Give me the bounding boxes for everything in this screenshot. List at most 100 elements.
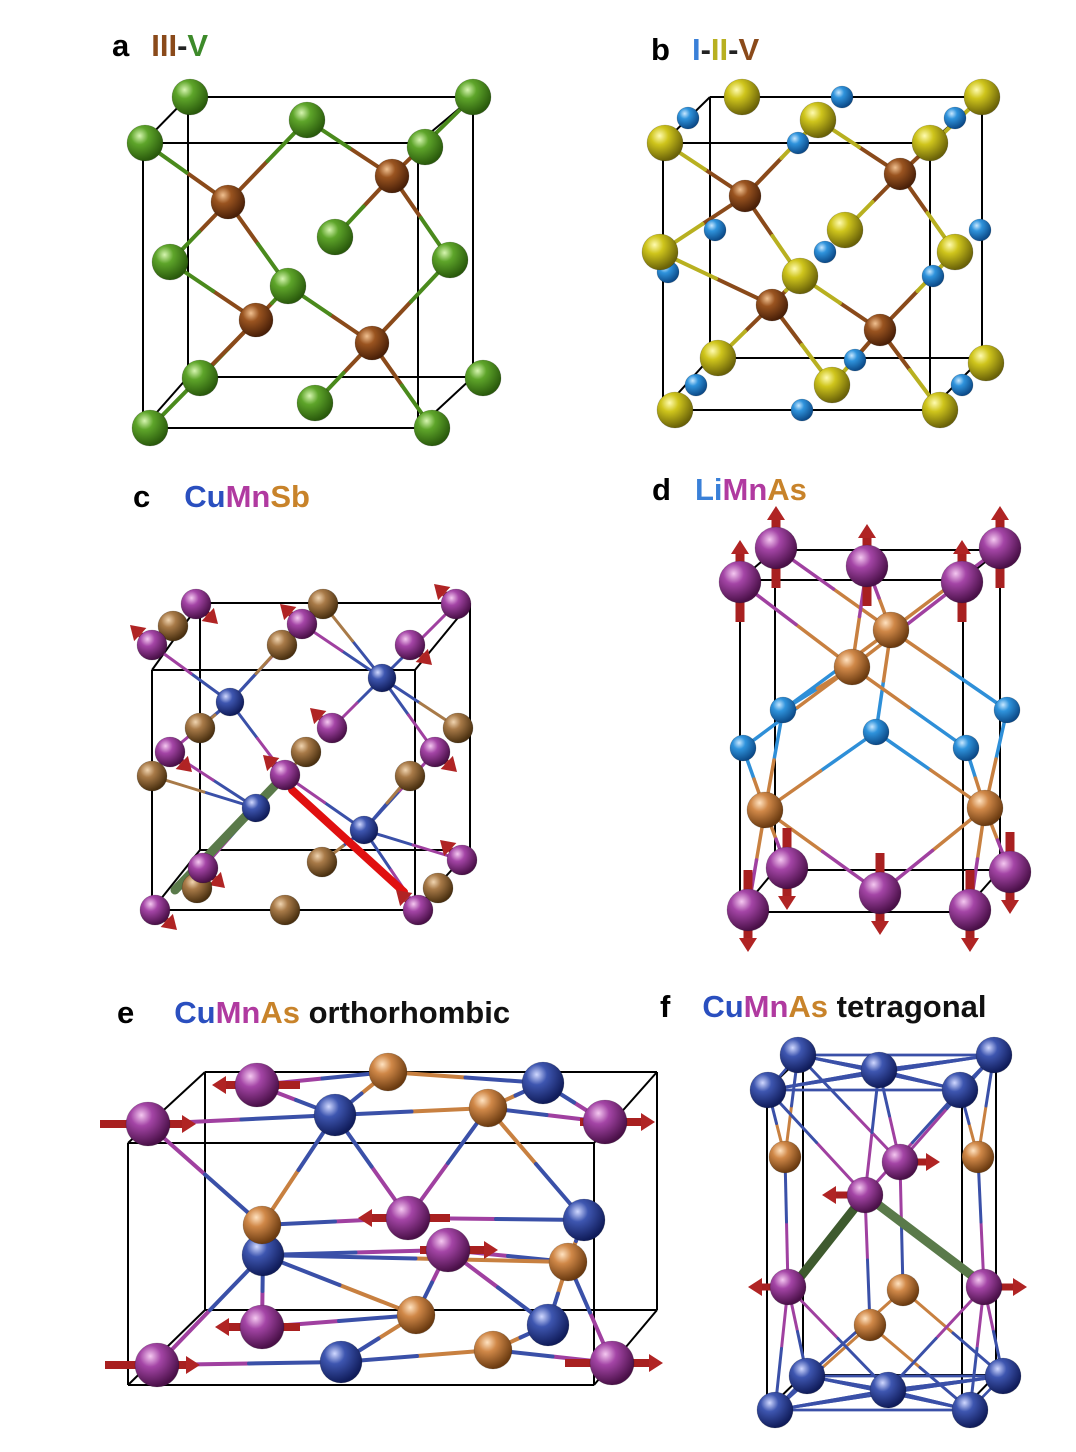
atom-group-iii [354, 325, 390, 361]
atom-mn [180, 588, 212, 620]
atom-mn [846, 1176, 884, 1214]
spin-arrow-down-head [1001, 900, 1019, 914]
panel-d-title-part-0: Li [694, 472, 723, 507]
panel-d-letter: d [652, 472, 671, 507]
atom-group-v [431, 241, 469, 279]
panel-e-title-part-2: As [260, 995, 300, 1030]
atom-group-i [830, 85, 854, 109]
panel-a-letter: a [112, 28, 130, 63]
atom-group-i [786, 131, 810, 155]
atom-as [768, 1140, 802, 1174]
atom-cu [319, 1340, 363, 1384]
atom-group-i [684, 373, 708, 397]
atom-mn [582, 1099, 628, 1145]
exchange-path-red [288, 786, 408, 896]
atom-group-v [131, 409, 169, 447]
spin-arrow-down-head [778, 896, 796, 910]
panel-b-title-part-2: II [710, 32, 729, 67]
panel-d-title-part-2: As [767, 472, 807, 507]
atom-cu [562, 1198, 606, 1242]
atom-mn [754, 526, 798, 570]
atom-mn [440, 588, 472, 620]
atom-group-iii [210, 184, 246, 220]
panel-a-title-part-0: III [151, 28, 178, 63]
atom-cu [941, 1071, 979, 1109]
atom-group-i [943, 106, 967, 130]
panel-d-title: d LiMnAs [652, 474, 807, 505]
atom-group-ii [646, 124, 684, 162]
atom-group-ii [967, 344, 1005, 382]
atom-mn [239, 1304, 285, 1350]
atom-mn [858, 871, 902, 915]
panel-f-title-part-1: Mn [743, 989, 789, 1024]
spin-arrow-head [434, 584, 451, 601]
atom-group-ii [641, 233, 679, 271]
panel-f-structure [748, 1036, 1027, 1429]
panel-f-title-part-3: tetragonal [828, 989, 987, 1024]
atom-group-ii [723, 78, 761, 116]
atom-group-v [728, 179, 762, 213]
atom-li [993, 696, 1021, 724]
atom-mn [765, 846, 809, 890]
atom-cu [749, 1071, 787, 1109]
atom-group-v [171, 78, 209, 116]
panel-b-letter: b [651, 32, 670, 67]
spin-arrow-head [415, 648, 432, 665]
spin-arrow-right-head [641, 1113, 655, 1131]
atom-group-v [863, 313, 897, 347]
spin-arrow-head [280, 604, 297, 621]
atom-cu [526, 1303, 570, 1347]
atom-li [729, 734, 757, 762]
spin-arrow-right-head [926, 1153, 940, 1171]
spin-arrow-head [160, 913, 177, 930]
panel-c-title-part-0: Cu [184, 479, 226, 514]
panel-b-title-part-3: - [728, 32, 739, 67]
panel-f-letter: f [660, 989, 671, 1024]
atom-cu [975, 1036, 1013, 1074]
atom-mn [286, 608, 318, 640]
atom-mn [125, 1101, 171, 1147]
atom-group-v [454, 78, 492, 116]
atom-sb [306, 846, 338, 878]
atom-group-i [921, 264, 945, 288]
atom-group-v [755, 288, 789, 322]
atom-mn [419, 736, 451, 768]
spin-arrow-left-head [212, 1076, 226, 1094]
panel-b-title-part-4: V [738, 32, 760, 67]
atom-mn [136, 629, 168, 661]
atom-cu [860, 1051, 898, 1089]
panel-e-letter: e [117, 995, 135, 1030]
atom-sb [394, 760, 426, 792]
spin-arrow-up-head [991, 506, 1009, 520]
panel-d-title-part-1: Mn [722, 472, 768, 507]
spin-arrow-head [440, 755, 457, 772]
atom-as [468, 1088, 508, 1128]
atom-as [548, 1242, 588, 1282]
panel-b-title-part-1: - [700, 32, 711, 67]
atom-cu [521, 1061, 565, 1105]
atom-sb [422, 872, 454, 904]
atom-mn [134, 1342, 180, 1388]
atom-sb [136, 760, 168, 792]
atom-as [853, 1308, 887, 1342]
atom-group-ii [936, 233, 974, 271]
atom-group-i [813, 240, 837, 264]
spin-arrow-left-head [358, 1209, 372, 1227]
spin-arrow-head [201, 607, 218, 624]
atom-as [473, 1330, 513, 1370]
atom-mn [316, 712, 348, 744]
spin-arrow-right-head [649, 1354, 663, 1372]
panel-c-structure [130, 584, 478, 930]
atom-li [862, 718, 890, 746]
atom-mn [187, 852, 219, 884]
atom-group-iii [238, 302, 274, 338]
atom-group-i [703, 218, 727, 242]
atom-li [769, 696, 797, 724]
atom-mn [845, 544, 889, 588]
atom-group-i [950, 373, 974, 397]
atom-cu [367, 663, 397, 693]
atom-mn [988, 850, 1032, 894]
atom-group-v [316, 218, 354, 256]
atom-sb [266, 629, 298, 661]
